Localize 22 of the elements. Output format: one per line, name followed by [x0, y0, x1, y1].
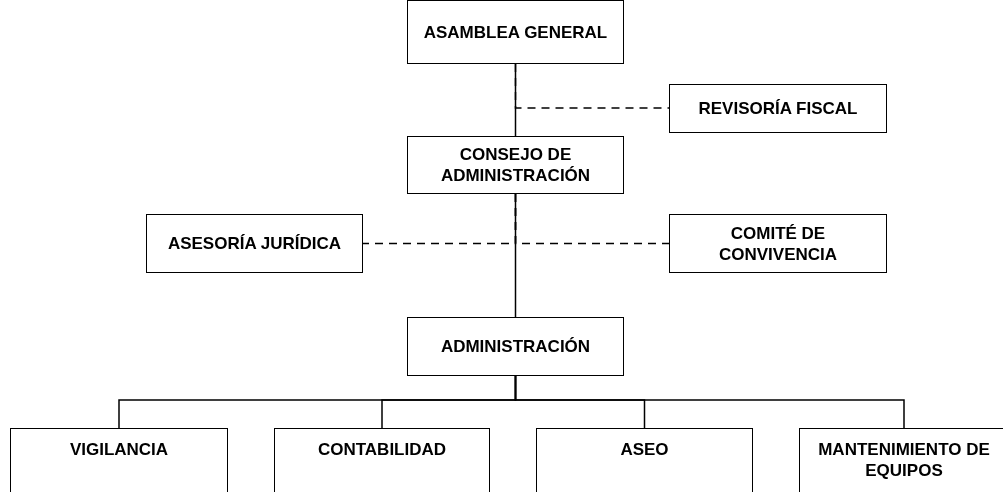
- org-box: [407, 0, 624, 64]
- org-box: [536, 428, 753, 492]
- box-label: COMITÉ DE CONVIVENCIA: [717, 222, 839, 265]
- org-box: [669, 214, 887, 273]
- org-box: [274, 428, 490, 492]
- box-label: ADMINISTRACIÓN: [440, 336, 591, 357]
- box-label: VIGILANCIA: [69, 439, 169, 460]
- box-label: ASESORÍA JURÍDICA: [167, 233, 342, 254]
- connector-line: [514, 375, 905, 429]
- connector-line: [514, 193, 517, 318]
- box-label: REVISORÍA FISCAL: [698, 98, 858, 119]
- org-box: [407, 136, 624, 194]
- box-label: CONTABILIDAD: [317, 439, 447, 460]
- box-label: ASAMBLEA GENERAL: [423, 21, 608, 43]
- org-box: [146, 214, 363, 273]
- org-box: [10, 428, 228, 492]
- org-box: [669, 84, 887, 133]
- dashed-connector: [514, 63, 670, 109]
- box-label: MANTENIMIENTO DE EQUIPOS: [817, 439, 991, 481]
- org-box: [407, 317, 624, 376]
- box-label: ASEO: [620, 439, 669, 460]
- box-label: CONSEJO DE ADMINISTRACIÓN: [439, 144, 592, 186]
